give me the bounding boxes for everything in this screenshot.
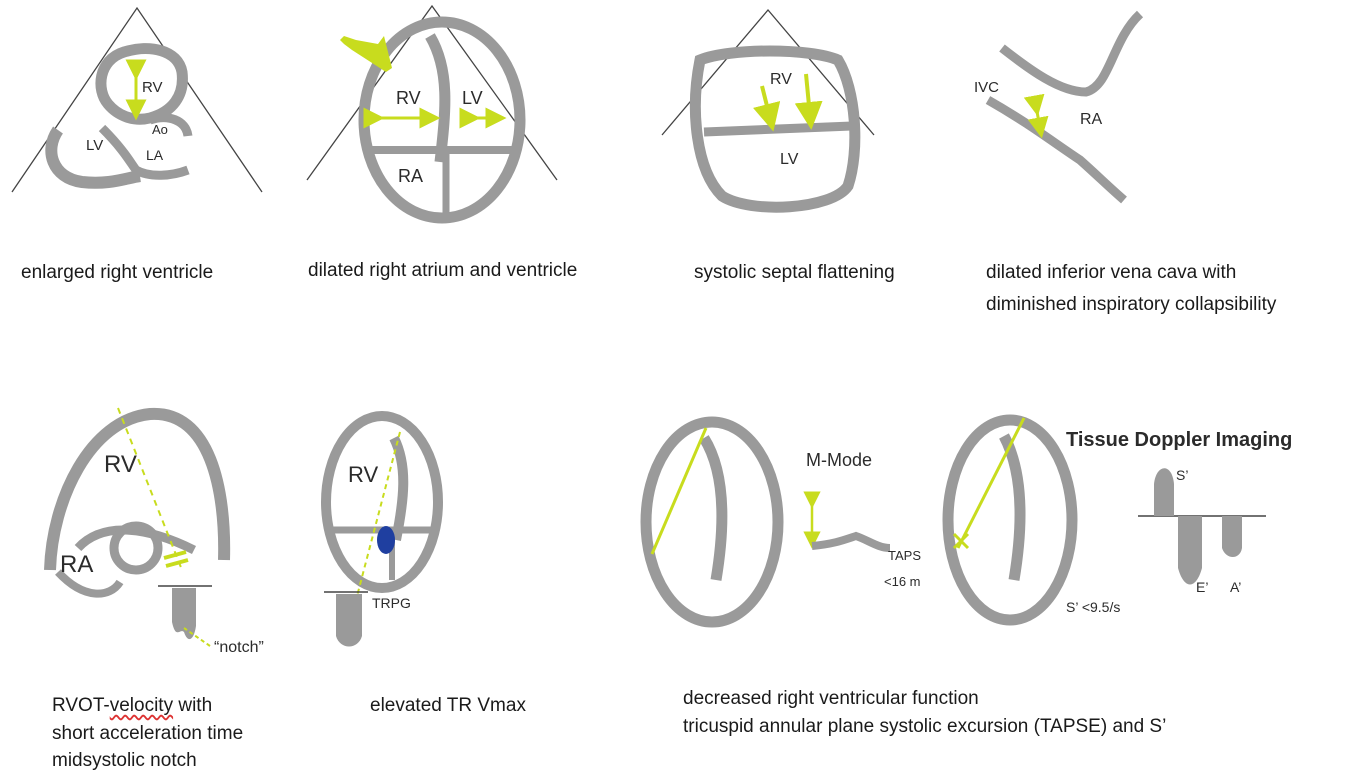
label-a-prime: A’: [1230, 579, 1241, 595]
label-ra: RA: [1080, 111, 1103, 128]
tr-doppler-envelope: [336, 594, 362, 647]
label-ra: RA: [60, 551, 93, 578]
ivc-lower-wall: [988, 100, 1124, 200]
caption-septal-flattening: systolic septal flattening: [694, 259, 895, 287]
mmode-trace: [812, 536, 890, 548]
label-rv: RV: [142, 79, 163, 96]
septal-push-arrow-1: [762, 86, 770, 118]
ivc-upper-wall: [1002, 14, 1140, 92]
caption-rvot-suffix: with: [173, 695, 212, 716]
label-lv: LV: [86, 137, 103, 154]
label-e-prime: E’: [1196, 579, 1208, 595]
label-ao: Ao: [152, 122, 168, 137]
caption-rvot-line1: RVOT-velocity with: [52, 692, 212, 720]
flattened-septum: [704, 126, 852, 132]
label-ra: RA: [398, 166, 423, 186]
label-notch: “notch”: [214, 639, 264, 656]
panel-dilated-ra-rv: RV LV RA: [307, 6, 557, 218]
label-rv: RV: [104, 451, 137, 478]
doppler-envelope: [172, 588, 196, 639]
caption-rvot-prefix: RVOT-: [52, 695, 110, 716]
pointer-arrow: [340, 36, 392, 72]
caption-rv-function-line2: tricuspid annular plane systolic excursi…: [683, 713, 1166, 741]
label-mmode: M-Mode: [806, 450, 872, 470]
septal-push-arrow-2: [806, 74, 810, 116]
septum: [430, 36, 445, 162]
caption-dilated-ra-rv: dilated right atrium and ventricle: [308, 257, 577, 285]
caption-rvot-velocity: velocity: [110, 695, 173, 716]
tr-jet: [377, 526, 395, 554]
s-prime-wave: [1154, 468, 1174, 516]
septum-mmode: [704, 438, 722, 580]
label-la: LA: [146, 147, 164, 163]
panel-dilated-ivc: IVC RA: [974, 14, 1140, 200]
caption-ivc-line2: diminished inspiratory collapsibility: [986, 291, 1276, 319]
panel-rv-function: M-Mode TAPS <16 m Tissue Doppler Imaging…: [646, 418, 1292, 622]
rv-outline: [50, 414, 224, 570]
caption-tr-vmax: elevated TR Vmax: [370, 692, 526, 720]
tdi-sample-marker: [954, 534, 968, 548]
label-lv: LV: [780, 151, 799, 168]
e-prime-wave: [1178, 516, 1202, 585]
septum-tdi: [1004, 436, 1020, 580]
label-s-prime-cutoff: S’ <9.5/s: [1066, 599, 1120, 615]
cursor-line: [118, 408, 182, 570]
panel-tr-vmax: RV TRPG: [324, 416, 438, 647]
caption-ivc-line1: dilated inferior vena cava with: [986, 259, 1236, 287]
panel-enlarged-rv: RV LV Ao LA: [12, 8, 262, 192]
inner-wall: [78, 530, 194, 550]
la-wall: [102, 128, 188, 175]
label-rv: RV: [348, 462, 378, 487]
label-ivc: IVC: [974, 79, 999, 96]
label-rv: RV: [770, 71, 792, 88]
caption-rv-function-line1: decreased right ventricular function: [683, 685, 979, 713]
label-rv: RV: [396, 88, 421, 108]
sample-gate-2: [166, 560, 188, 566]
label-lv: LV: [462, 88, 483, 108]
caption-rvot-line3: midsystolic notch: [52, 747, 197, 775]
label-taps: TAPS: [888, 548, 921, 563]
label-trpg: TRPG: [372, 595, 411, 611]
panel-septal-flattening: RV LV: [662, 10, 874, 207]
mmode-cursor: [652, 428, 706, 554]
label-s-prime: S’: [1176, 467, 1188, 483]
a-prime-wave: [1222, 516, 1242, 557]
caption-enlarged-rv: enlarged right ventricle: [21, 259, 213, 287]
diameter-arrow: [1036, 106, 1040, 128]
label-16m: <16 m: [884, 574, 921, 589]
caption-rvot-line2: short acceleration time: [52, 720, 243, 748]
label-tdi-title: Tissue Doppler Imaging: [1066, 429, 1292, 451]
panel-rvot-velocity: RV RA “notch”: [50, 408, 264, 656]
